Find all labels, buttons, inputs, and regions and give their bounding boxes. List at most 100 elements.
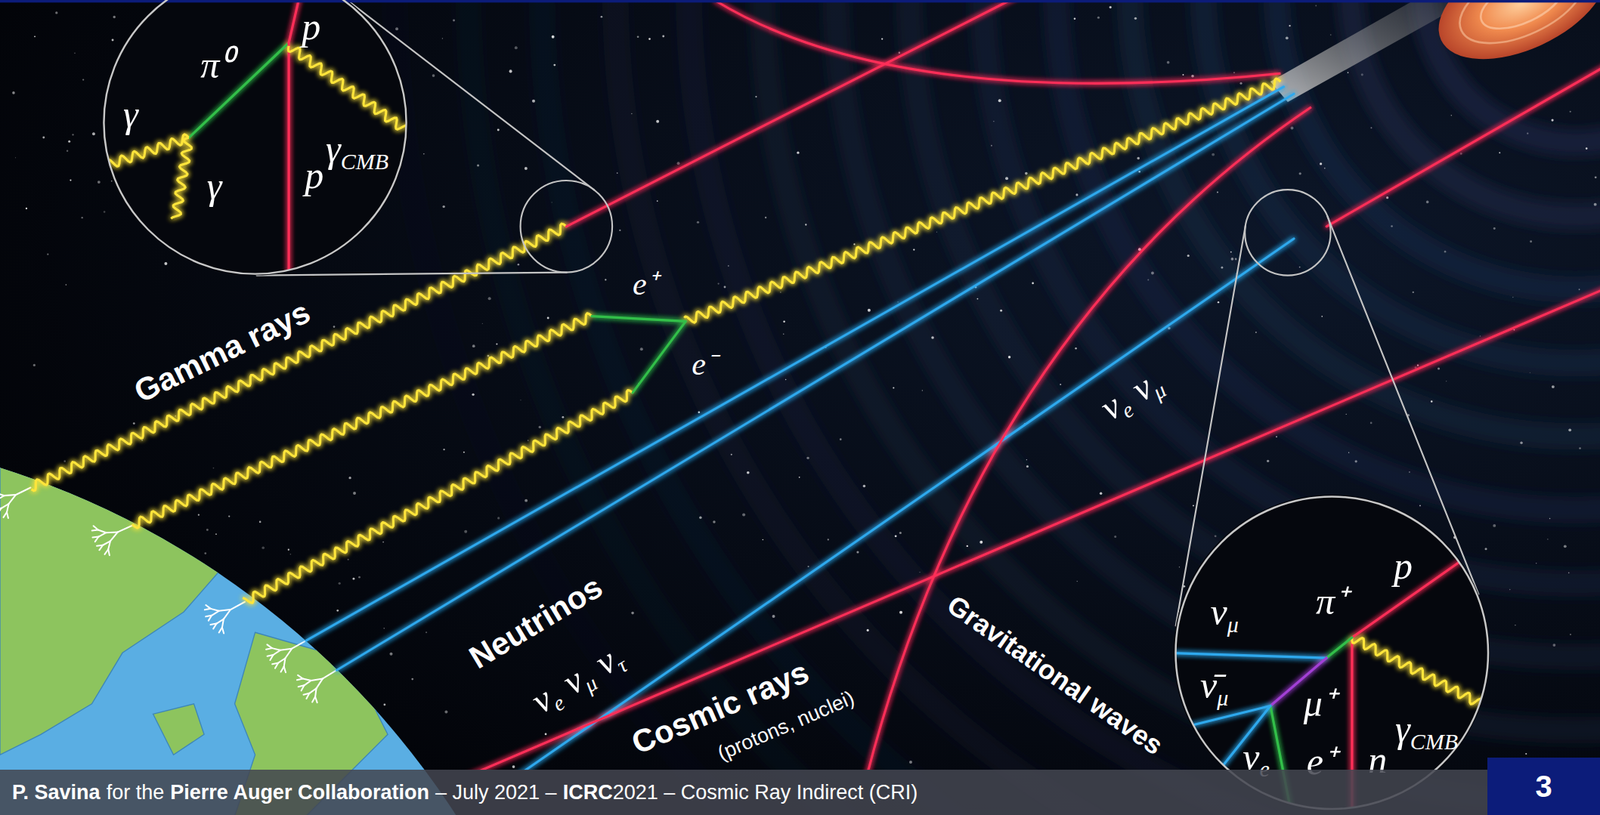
star [81, 216, 84, 219]
star [1319, 162, 1322, 165]
star [1216, 191, 1219, 193]
star [922, 389, 923, 391]
gravitational-wave-ripples [1129, 0, 1600, 437]
star [1290, 126, 1294, 130]
star [1514, 625, 1516, 626]
star [389, 652, 393, 657]
gamma-ray [170, 137, 192, 219]
star [206, 529, 209, 532]
star [1026, 465, 1029, 468]
star [717, 282, 719, 285]
star [697, 411, 700, 414]
star [1485, 547, 1488, 551]
gravitational-wave-ripples [1276, 0, 1600, 291]
star [1220, 266, 1223, 270]
star [1569, 111, 1572, 113]
star [1147, 278, 1149, 281]
star [442, 205, 445, 208]
star [1330, 34, 1332, 36]
star [55, 11, 58, 14]
star [482, 323, 483, 325]
air-shower [219, 628, 223, 634]
star [779, 291, 781, 293]
star [1026, 459, 1028, 461]
star [656, 120, 660, 124]
footer-credit: 2021 – Cosmic Ray Indirect (CRI) [612, 781, 919, 805]
star [806, 457, 809, 460]
star [762, 539, 765, 542]
star [1551, 385, 1555, 389]
star [863, 485, 867, 489]
star [604, 278, 607, 281]
star [512, 765, 516, 769]
particle-symbol-group: e⁻ [691, 340, 717, 384]
air-shower [311, 678, 323, 681]
star [755, 95, 757, 98]
air-shower [304, 680, 312, 686]
star [1412, 291, 1415, 294]
gravitational-wave-ripples [615, 0, 1600, 815]
air-shower [92, 536, 99, 539]
star [1076, 581, 1078, 582]
star [742, 513, 746, 517]
star [966, 545, 969, 548]
particle-symbol: e⁺ [632, 266, 658, 301]
star [12, 91, 16, 95]
star [46, 253, 49, 256]
star [798, 476, 801, 479]
star [425, 631, 428, 634]
top-rule [0, 0, 1600, 3]
air-shower [297, 675, 304, 680]
star [782, 321, 786, 324]
earth [0, 387, 551, 815]
particle-symbol-group: e⁺ [632, 259, 658, 304]
star [495, 343, 498, 345]
particle-symbol-group: ν̄μ [1200, 663, 1229, 708]
star [1275, 436, 1278, 438]
particle-symbol: γ [207, 164, 223, 208]
star [442, 37, 443, 39]
inset-outline [102, 0, 409, 276]
star [432, 74, 436, 78]
star [1525, 753, 1527, 756]
air-shower [272, 663, 279, 666]
air-shower [96, 544, 103, 548]
star [764, 216, 767, 219]
gravitational-wave-ripples [982, 0, 1600, 584]
star [1109, 6, 1112, 9]
star [1479, 335, 1482, 338]
star [1460, 152, 1463, 155]
neutrino-track [459, 238, 1294, 771]
particle-symbol-group: γCMB [1395, 707, 1458, 752]
star [1430, 400, 1433, 403]
air-shower [15, 488, 31, 496]
star [866, 629, 870, 632]
star [1299, 266, 1301, 269]
star [977, 298, 979, 301]
particle-symbol: p [304, 154, 324, 197]
star [348, 476, 351, 480]
air-shower [303, 693, 310, 696]
star [1008, 355, 1011, 359]
star [463, 451, 465, 454]
air-shower [98, 530, 107, 534]
star [827, 538, 830, 541]
air-shower [0, 508, 2, 510]
star [1288, 24, 1291, 27]
star [1386, 196, 1389, 199]
star [856, 550, 859, 554]
star [352, 578, 356, 581]
star [746, 471, 750, 475]
star [1234, 258, 1238, 261]
star [1451, 114, 1452, 116]
particle-symbol: μ [1216, 685, 1229, 711]
star [333, 325, 336, 329]
air-shower [312, 697, 316, 703]
star [287, 549, 290, 551]
star [796, 151, 799, 155]
star [1097, 16, 1100, 19]
star [1526, 133, 1529, 135]
star [561, 416, 564, 419]
cosmic-ray-track [1326, 61, 1600, 226]
star [551, 201, 553, 203]
